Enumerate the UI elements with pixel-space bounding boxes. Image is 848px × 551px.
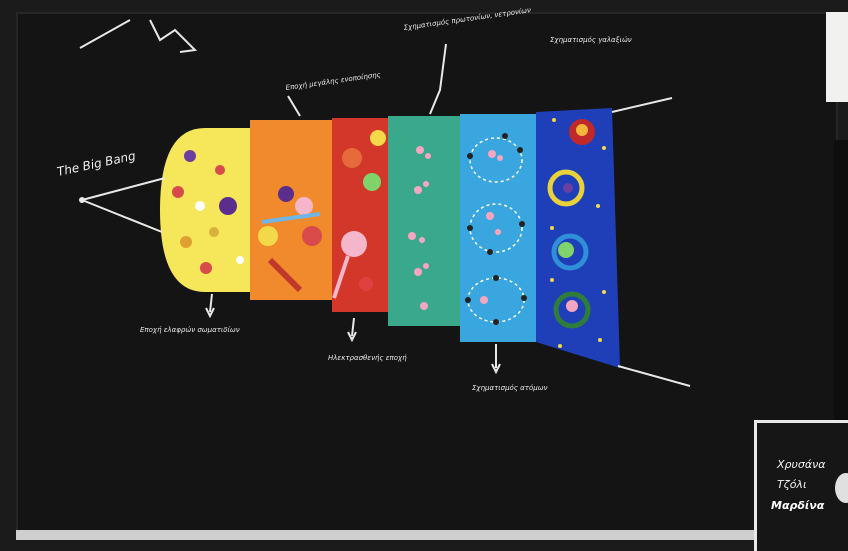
band-green [388,116,460,326]
label-light-particles: Εποχή ελαφρών σωματιδίων [140,326,240,334]
label-atoms: Σχηματισμός ατόμων [472,384,548,392]
label-grand-unification: Εποχή μεγάλης ενοποίησης [285,71,381,92]
card-line-3: Μαρδίνα [771,499,848,512]
arrow-scribble-icon [150,20,195,52]
scribble-line [80,20,130,48]
label-galaxies: Σχηματισμός γαλαξιών [550,36,632,44]
timeline-origin-dot [79,197,85,203]
name-card: Χρυσάνα Τζόλι Μαρδίνα [754,420,848,551]
label-big-bang: The Big Bang [56,149,137,179]
card-line-1: Χρυσάνα [777,455,848,475]
band-orange [250,120,332,300]
label-electroweak: Ηλεκτρασθενής εποχή [328,354,407,362]
label-protons-neutrons: Σχηματισμός πρωτονίων, νετρονίων [403,6,531,32]
